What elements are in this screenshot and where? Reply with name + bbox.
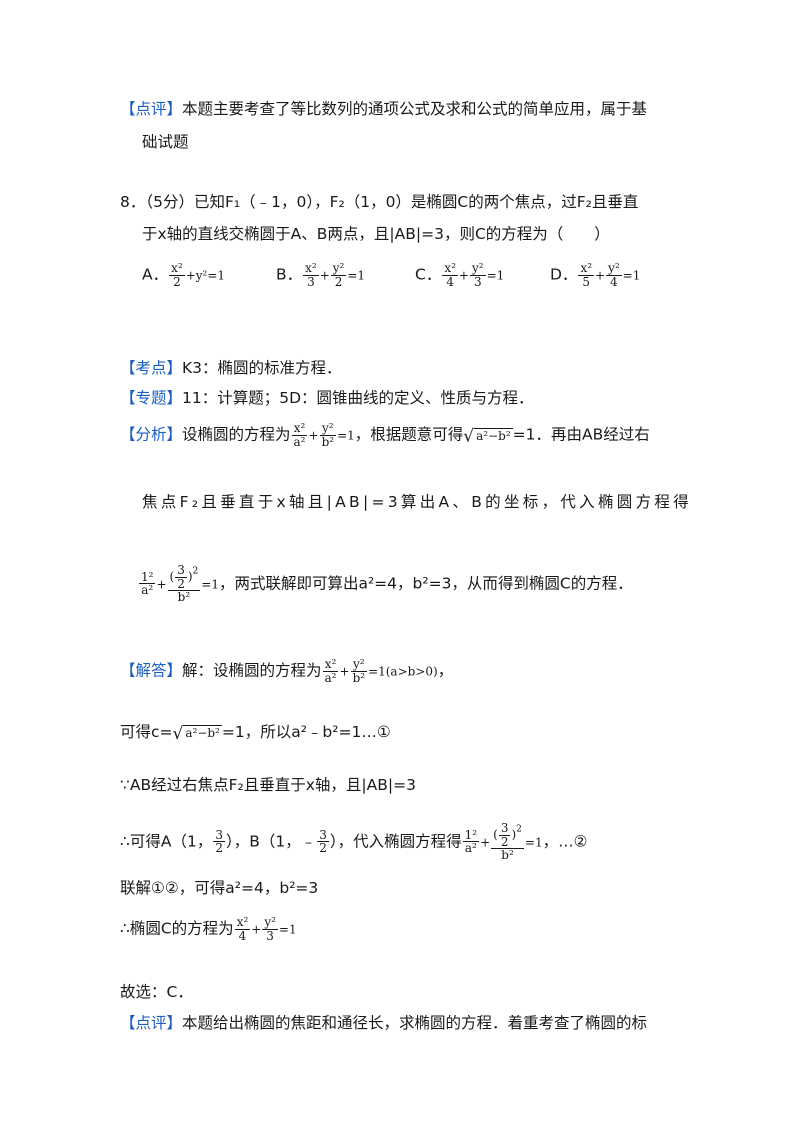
- fenxi-tag: 【分析】: [120, 425, 183, 444]
- question-line2: 于x轴的直线交椭圆于A、B两点，且|AB|=3，则C的方程为（ ）: [142, 225, 610, 243]
- jieda-line3: ∵AB经过右焦点F₂且垂直于x轴，且|AB|=3: [120, 776, 416, 794]
- prev-comment-text2: 础试题: [142, 133, 189, 151]
- jieda-tag: 【解答】: [120, 661, 183, 680]
- jieda-line7: 故选：C．: [120, 983, 193, 1001]
- zhuanti-line: 【专题】11：计算题；5D：圆锥曲线的定义、性质与方程．: [120, 389, 534, 407]
- zhuanti-tag: 【专题】: [120, 389, 183, 407]
- dianping-tag: 【点评】: [120, 1014, 183, 1032]
- kaodian-tag: 【考点】: [120, 359, 183, 377]
- jieda-line5: 联解①②，可得a²=4，b²=3: [120, 879, 319, 897]
- fenxi-line2: 焦点F₂且垂直于x轴且|AB|=3算出A、B的坐标，代入椭圆方程得: [142, 493, 692, 511]
- dianping-line: 【点评】本题给出椭圆的焦距和通径长，求椭圆的方程．着重考查了椭圆的标: [120, 1014, 648, 1032]
- jieda-line2: 可得c=√a²−b²=1，所以a²﹣b²=1…①: [120, 723, 391, 744]
- prev-comment-text1: 本题主要考查了等比数列的通项公式及求和公式的简单应用，属于基: [182, 100, 648, 118]
- prev-comment-line1: 【点评】本题主要考查了等比数列的通项公式及求和公式的简单应用，属于基: [120, 97, 647, 119]
- question-line1: 8．（5分）已知F₁（﹣1，0），F₂（1，0）是椭圆C的两个焦点，过F₂且垂直: [120, 193, 639, 211]
- kaodian-line: 【考点】K3：椭圆的标准方程．: [120, 359, 342, 377]
- prev-comment-tag: 【点评】: [120, 100, 183, 118]
